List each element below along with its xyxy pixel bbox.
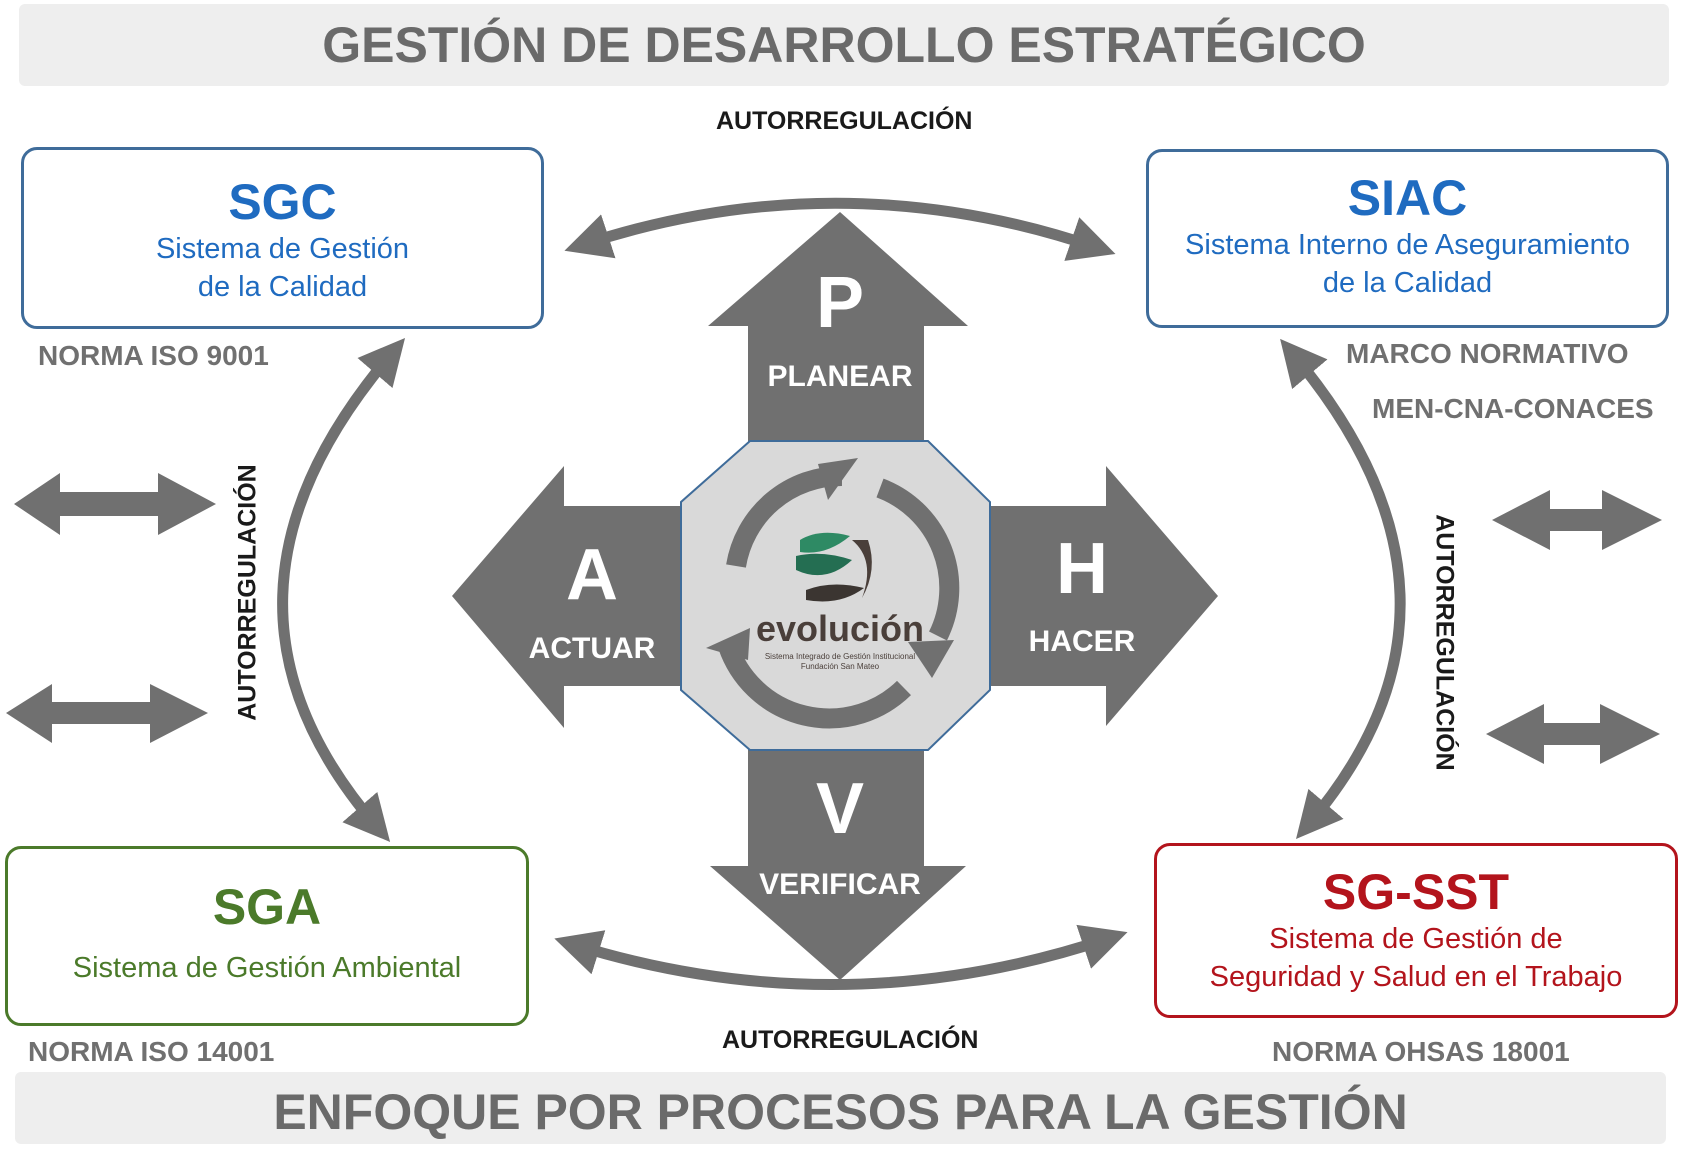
do-letter: H: [1056, 529, 1108, 609]
top-curved-arrow: [564, 197, 1116, 261]
right-curved-arrow: [1280, 338, 1406, 840]
siac-acronym: SIAC: [1347, 170, 1468, 226]
siac-box: SIAC Sistema Interno de Aseguramiento de…: [1146, 149, 1669, 328]
do-label: HACER: [1028, 625, 1136, 658]
check-label: VERIFICAR: [759, 868, 921, 901]
logo-wordmark: evolución: [755, 608, 925, 649]
cycle-arrow-3: [718, 642, 911, 729]
bottom-link-label: AUTORREGULACIÓN: [722, 1026, 979, 1054]
cycle-arrowhead-1: [818, 458, 858, 500]
sst-norm-label: NORMA OHSAS 18001: [1272, 1036, 1570, 1067]
siac-name-line2: de la Calidad: [1322, 267, 1493, 299]
sgc-box: SGC Sistema de Gestión de la Calidad: [21, 147, 544, 329]
sga-acronym: SGA: [212, 879, 322, 935]
siac-norm-line1: MARCO NORMATIVO: [1346, 338, 1629, 369]
sgc-norm-label: NORMA ISO 9001: [38, 340, 269, 371]
logo-tagline-line1: Sistema Integrado de Gestión Institucion…: [764, 652, 916, 661]
cycle-arrowhead-2: [908, 640, 954, 678]
sst-box: SG-SST Sistema de Gestión de Seguridad y…: [1154, 843, 1678, 1018]
page-title-banner: GESTIÓN DE DESARROLLO ESTRATÉGICO: [19, 4, 1669, 86]
left-double-arrow-1: [14, 473, 216, 535]
check-letter: V: [815, 769, 865, 849]
right-link-label: AUTORREGULACIÓN: [1430, 514, 1459, 771]
sga-norm-label: NORMA ISO 14001: [28, 1036, 275, 1067]
act-label: ACTUAR: [528, 632, 656, 665]
plan-arrow: [708, 212, 968, 446]
act-arrow: [452, 466, 686, 728]
top-link-label: AUTORREGULACIÓN: [716, 107, 973, 135]
cycle-arrow-2: [876, 478, 960, 641]
right-double-arrow-2: [1486, 704, 1660, 764]
left-link-label: AUTORREGULACIÓN: [233, 464, 262, 721]
sst-acronym: SG-SST: [1322, 864, 1510, 920]
plan-letter: P: [815, 263, 865, 343]
logo-tagline-line2: Fundación San Mateo: [800, 662, 880, 671]
act-letter: A: [566, 535, 618, 615]
sst-name-line1: Sistema de Gestión de: [1269, 923, 1563, 955]
sst-name-line2: Seguridad y Salud en el Trabajo: [1209, 961, 1623, 993]
sgc-name-line1: Sistema de Gestión: [155, 233, 410, 265]
plan-label: PLANEAR: [767, 360, 913, 393]
bottom-curved-arrow: [554, 924, 1128, 990]
sgc-name-line2: de la Calidad: [197, 271, 368, 303]
sga-box: SGA Sistema de Gestión Ambiental: [5, 846, 529, 1026]
footer-banner: ENFOQUE POR PROCESOS PARA LA GESTIÓN: [15, 1072, 1666, 1144]
left-double-arrow-2: [6, 684, 208, 743]
sga-name-line1: Sistema de Gestión Ambiental: [72, 952, 462, 984]
right-double-arrow-1: [1492, 490, 1662, 550]
left-curved-arrow: [277, 337, 406, 842]
siac-name-line1: Sistema Interno de Aseguramiento: [1185, 229, 1630, 261]
do-arrow: [984, 466, 1218, 726]
evolucion-logo-icon: [796, 532, 872, 602]
check-arrow: [710, 744, 966, 980]
siac-norm-line2: MEN-CNA-CONACES: [1372, 393, 1654, 424]
sgc-acronym: SGC: [228, 174, 337, 230]
cycle-arrowhead-3: [706, 628, 750, 660]
